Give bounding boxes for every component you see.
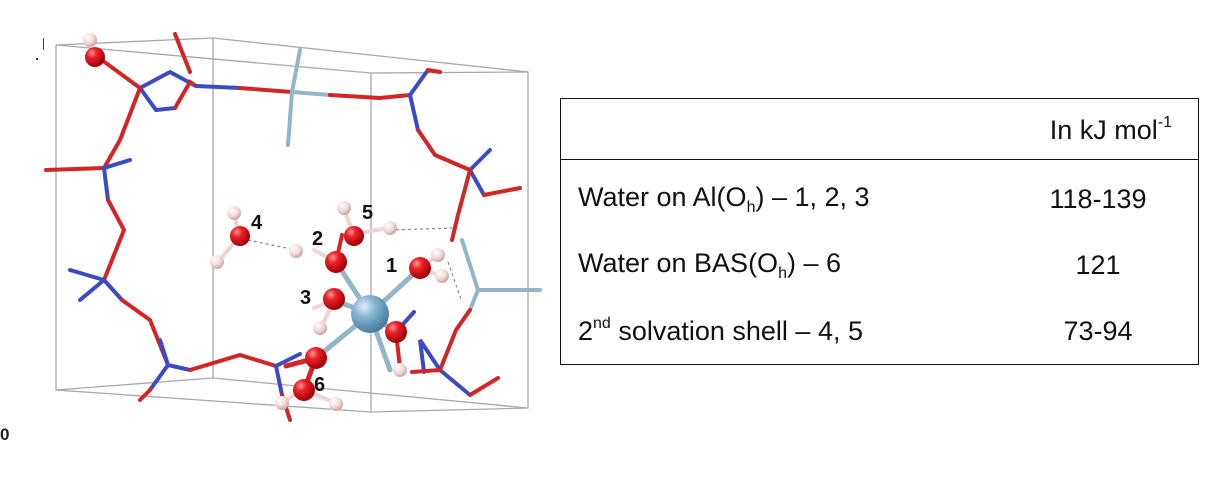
row-label: 2nd solvation shell – 4, 5 — [578, 315, 863, 346]
molecular-structure-figure: 4 5 2 1 3 6 — [0, 0, 560, 475]
hydrogen-atom — [210, 255, 224, 269]
label-column-header — [560, 98, 998, 160]
oxygen-atom — [305, 347, 327, 369]
hydrogen-atom — [383, 221, 397, 235]
atom-label-6: 6 — [314, 374, 325, 396]
framework-bonds — [44, 32, 542, 422]
atom-label-3: 3 — [300, 287, 311, 309]
hydrogen-atom — [83, 33, 97, 47]
atom-label-4: 4 — [251, 212, 263, 234]
zeolite-cluster-model: 4 5 2 1 3 6 — [44, 32, 542, 422]
atom-labels: 4 5 2 1 3 6 — [251, 202, 397, 396]
unit-column-header: In kJ mol-1 — [998, 98, 1199, 160]
hydrogen-atom — [227, 206, 241, 220]
row-value: 118-139 — [1049, 183, 1147, 214]
hydrogen-atom — [337, 201, 351, 215]
atom-label-2: 2 — [312, 228, 323, 250]
hydrogen-atom — [313, 321, 327, 335]
hydrogen-atom — [435, 269, 449, 283]
atom-label-1: 1 — [386, 255, 397, 277]
oxygen-atom — [344, 226, 364, 246]
cropped-axis-label: 0 — [0, 425, 10, 444]
oxygen-atom — [409, 257, 431, 279]
oxygen-atom — [85, 47, 105, 67]
hydrogen-atom — [431, 248, 445, 262]
atom-label-5: 5 — [362, 202, 373, 224]
row-label: Water on Al(Oh) – 1, 2, 3 — [578, 181, 870, 216]
row-label: Water on BAS(Oh) – 6 — [578, 247, 841, 282]
adsorption-energy-table: In kJ mol-1 Water on Al(Oh) – 1, 2, 3 11… — [560, 98, 1199, 365]
oxygen-atom — [230, 226, 250, 246]
unit-cell-box — [55, 37, 529, 413]
stray-mark — [43, 38, 44, 50]
row-value: 73-94 — [1063, 315, 1133, 346]
table-header-row: In kJ mol-1 — [560, 98, 1199, 160]
oxygen-atom — [385, 321, 407, 343]
table-row: 2nd solvation shell – 4, 5 73-94 — [561, 298, 1199, 365]
hydrogen-atom — [275, 396, 289, 410]
table-row: Water on Al(Oh) – 1, 2, 3 118-139 — [561, 160, 1199, 233]
table-row: Water on BAS(Oh) – 6 121 — [561, 232, 1199, 298]
hydrogen-atom — [289, 244, 303, 258]
oxygen-atom — [323, 288, 345, 310]
stray-mark — [36, 58, 38, 60]
hydrogen-atom — [329, 397, 343, 411]
oxygen-atom — [293, 379, 315, 401]
hydrogen-atom — [393, 363, 407, 377]
oxygen-atom — [325, 251, 347, 273]
aluminum-atom — [351, 295, 389, 333]
atoms — [83, 33, 449, 411]
hydrogen-bonds — [247, 227, 463, 303]
row-value: 121 — [1075, 249, 1121, 280]
